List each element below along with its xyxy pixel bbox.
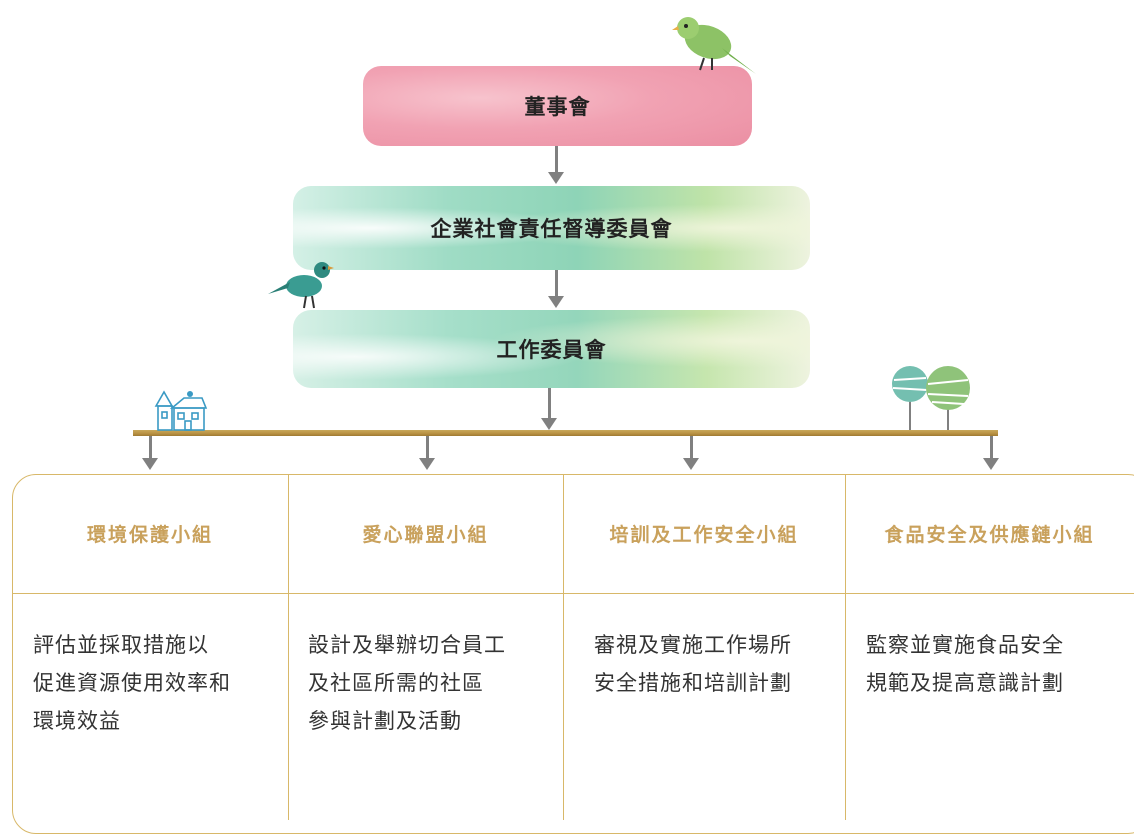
- desc-line: 安全措施和培訓計劃: [594, 671, 792, 695]
- bird-icon: [672, 17, 756, 74]
- desc-line: 及社區所需的社區: [308, 671, 484, 695]
- branch-arrow-2: [419, 458, 435, 470]
- group-desc-training-safety: 審視及實施工作場所 安全措施和培訓計劃: [594, 626, 792, 702]
- desc-line: 設計及舉辦切合員工: [308, 633, 506, 657]
- connector-csr-work: [555, 270, 558, 296]
- bird-icon: [268, 262, 334, 309]
- working-committee-node: 工作委員會: [293, 310, 810, 388]
- desc-line: 審視及實施工作場所: [594, 633, 792, 657]
- desc-line: 規範及提高意識計劃: [866, 671, 1064, 695]
- branch-arrow-3: [683, 458, 699, 470]
- column-divider-3: [845, 474, 846, 820]
- board-label: 董事會: [524, 95, 591, 119]
- branch-line-4: [990, 436, 993, 458]
- branch-line-1: [149, 436, 152, 458]
- desc-line: 監察並實施食品安全: [866, 633, 1064, 657]
- desc-line: 評估並採取措施以: [33, 633, 209, 657]
- row-divider: [12, 593, 1134, 594]
- csr-committee-node: 企業社會責任督導委員會: [293, 186, 810, 270]
- branch-line-3: [690, 436, 693, 458]
- desc-line: 參與計劃及活動: [308, 709, 462, 733]
- board-node: 董事會: [363, 66, 752, 146]
- group-desc-food-safety: 監察並實施食品安全 規範及提高意識計劃: [866, 626, 1064, 702]
- csr-committee-label: 企業社會責任督導委員會: [430, 217, 673, 241]
- group-desc-caring-alliance: 設計及舉辦切合員工 及社區所需的社區 參與計劃及活動: [308, 626, 506, 740]
- desc-line: 促進資源使用效率和: [33, 671, 231, 695]
- group-title-environment: 環境保護小組: [86, 524, 213, 546]
- connector-board-csr: [555, 146, 558, 172]
- column-divider-2: [563, 474, 564, 820]
- group-title-caring-alliance: 愛心聯盟小組: [362, 524, 489, 546]
- arrow-csr-work: [548, 296, 564, 308]
- tree-icon: [892, 366, 970, 430]
- group-title-training-safety: 培訓及工作安全小組: [609, 524, 799, 546]
- connector-work-bar: [548, 388, 551, 418]
- working-committee-label: 工作委員會: [496, 338, 607, 362]
- branch-arrow-1: [142, 458, 158, 470]
- group-title-food-safety: 食品安全及供應鏈小組: [884, 524, 1095, 546]
- arrow-work-bar: [541, 418, 557, 430]
- branch-line-2: [426, 436, 429, 458]
- group-desc-environment: 評估並採取措施以 促進資源使用效率和 環境效益: [33, 626, 231, 740]
- arrow-board-csr: [548, 172, 564, 184]
- branch-arrow-4: [983, 458, 999, 470]
- desc-line: 環境效益: [33, 709, 121, 733]
- column-divider-1: [288, 474, 289, 820]
- branch-bar: [133, 430, 998, 436]
- house-icon: [154, 390, 208, 431]
